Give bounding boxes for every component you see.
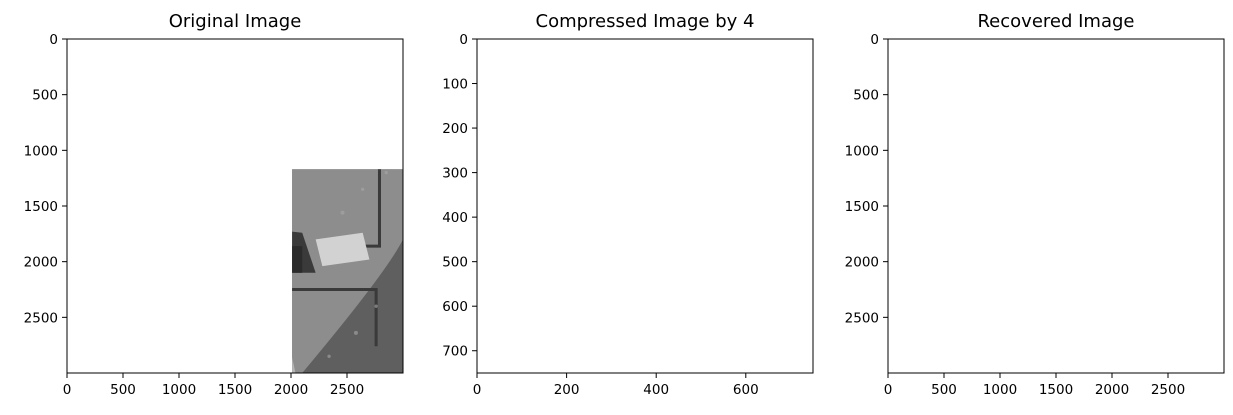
x-tick-label: 600 xyxy=(733,382,759,398)
x-tick-label: 400 xyxy=(643,382,669,398)
x-tick-label: 1000 xyxy=(983,382,1017,398)
y-tick-label: 0 xyxy=(459,32,468,48)
y-tick-label: 1000 xyxy=(24,143,58,159)
subplot-title: Recovered Image xyxy=(977,11,1134,32)
x-tick-label: 1500 xyxy=(218,382,252,398)
y-tick-label: 2500 xyxy=(845,310,879,326)
subplot-title: Original Image xyxy=(169,11,302,32)
y-tick-label: 100 xyxy=(442,77,468,93)
x-tick-label: 1500 xyxy=(1039,382,1073,398)
x-tick-label: 0 xyxy=(884,382,893,398)
y-tick-label: 1000 xyxy=(845,143,879,159)
x-tick-label: 500 xyxy=(110,382,136,398)
x-tick-label: 0 xyxy=(63,382,72,398)
x-tick-label: 0 xyxy=(473,382,482,398)
x-tick-label: 500 xyxy=(931,382,957,398)
x-tick-label: 200 xyxy=(554,382,580,398)
x-tick-label: 1000 xyxy=(162,382,196,398)
subplot-image xyxy=(67,39,403,373)
subplot-title: Compressed Image by 4 xyxy=(536,11,755,32)
subplot-3: Recovered Image 0 500 1000 1500 2000 2500 0 500 1… xyxy=(845,11,1225,398)
subplot-1: Original Image 0 500 1000 1500 2000 2500 0 500 10… xyxy=(24,11,403,398)
y-tick-label: 0 xyxy=(49,32,58,48)
y-tick-label: 2000 xyxy=(845,255,879,271)
y-tick-label: 200 xyxy=(442,121,468,137)
y-tick-label: 600 xyxy=(442,299,468,315)
subplot-image xyxy=(477,39,813,373)
y-tick-label: 2000 xyxy=(24,255,58,271)
x-tick-label: 2500 xyxy=(1151,382,1185,398)
subplot-2: Compressed Image by 4 0 200 400 600 0 100 200 30… xyxy=(442,11,814,398)
subplot-image xyxy=(888,39,1224,373)
y-tick-label: 1500 xyxy=(845,199,879,215)
y-tick-label: 400 xyxy=(442,210,468,226)
y-tick-label: 2500 xyxy=(24,310,58,326)
axes-frame xyxy=(887,38,1225,374)
y-tick-label: 1500 xyxy=(24,199,58,215)
y-tick-label: 700 xyxy=(442,344,468,360)
y-tick-label: 500 xyxy=(853,88,879,104)
x-tick-label: 2500 xyxy=(330,382,364,398)
axes-frame xyxy=(476,38,814,374)
x-tick-label: 2000 xyxy=(1095,382,1129,398)
y-tick-label: 300 xyxy=(442,166,468,182)
x-tick-label: 2000 xyxy=(274,382,308,398)
y-tick-label: 500 xyxy=(442,255,468,271)
y-tick-label: 500 xyxy=(32,88,58,104)
y-tick-label: 0 xyxy=(870,32,879,48)
